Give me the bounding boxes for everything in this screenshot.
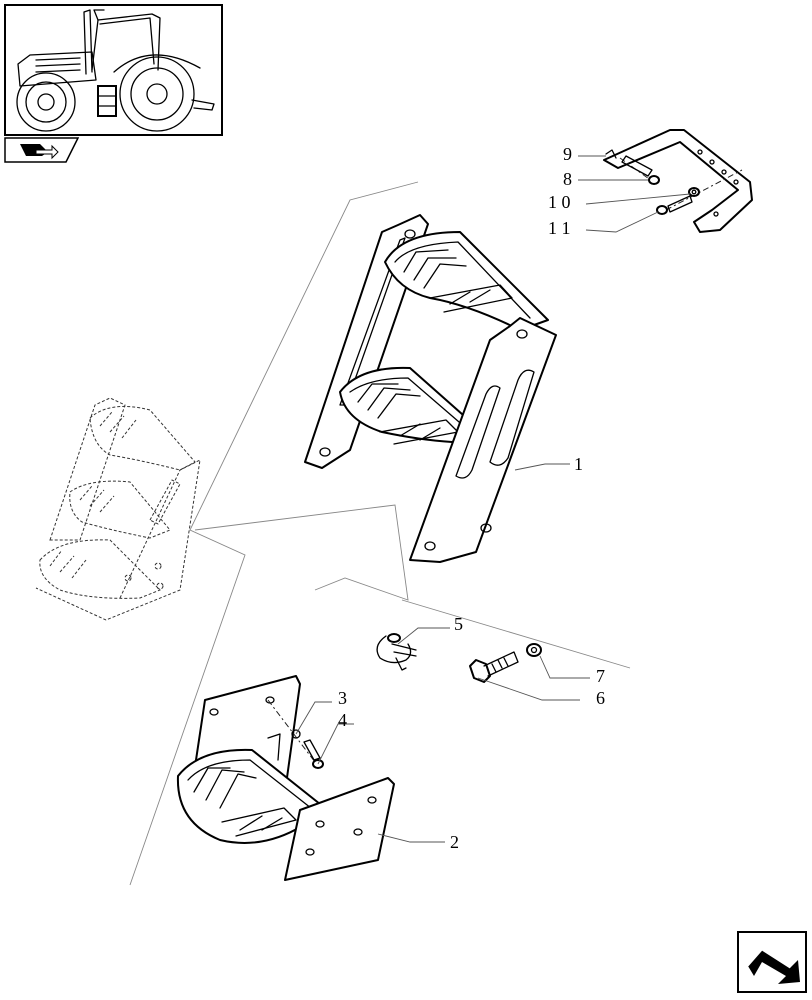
- phantom-step-assembly: [35, 397, 201, 621]
- callout-4: 4: [338, 710, 347, 730]
- callout-8: 8: [563, 169, 572, 189]
- callout-7: 7: [596, 666, 605, 686]
- callout-1: 1: [574, 454, 583, 474]
- callout-9: 9: [563, 144, 572, 164]
- callout-5: 5: [454, 614, 463, 634]
- next-page-arrow-icon[interactable]: [737, 931, 807, 993]
- bracket-parts-8-11: [603, 129, 753, 233]
- bolt-and-washer-parts-6-7: [469, 643, 542, 683]
- callout-2: 2: [450, 832, 459, 852]
- tractor-thumbnail: [4, 4, 223, 136]
- callout-3: 3: [338, 688, 347, 708]
- lynch-pin-part-5: [376, 633, 417, 671]
- callout-10: 1 0: [548, 192, 571, 212]
- step-assembly-part-1: [304, 214, 557, 563]
- leader-lines: [295, 155, 691, 843]
- lower-step-part-2: [176, 675, 395, 881]
- callout-numbers: 1 2 3 4 5 6 7 8 9 1 0 1 1: [338, 144, 605, 852]
- guide-lines: [129, 181, 631, 886]
- callout-6: 6: [596, 688, 605, 708]
- book-with-arrow-icon[interactable]: [4, 137, 80, 163]
- callout-11: 1 1: [548, 218, 571, 238]
